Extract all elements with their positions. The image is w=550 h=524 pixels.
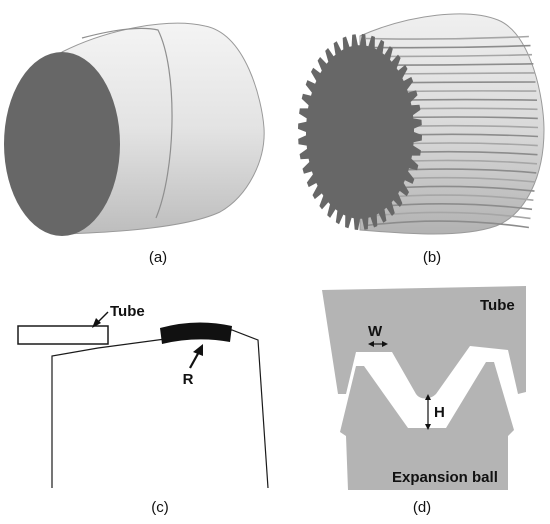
radius-label: R xyxy=(183,371,194,388)
height-arrow-top xyxy=(425,394,431,400)
gear-flute-line xyxy=(365,44,531,49)
panel-label-b: (b) xyxy=(423,249,441,266)
barrel-end-face xyxy=(4,52,120,236)
width-arrow-left xyxy=(368,341,374,347)
gear-flute-line xyxy=(365,35,529,40)
tube-section xyxy=(322,286,526,399)
panel-d xyxy=(322,286,526,490)
expansion-ball-label: Expansion ball xyxy=(392,469,498,486)
gear-end-face xyxy=(298,34,422,230)
radius-region xyxy=(160,322,232,344)
tube-label-d: Tube xyxy=(480,297,515,314)
width-arrow-right xyxy=(382,341,388,347)
panel-label-a: (a) xyxy=(149,249,167,266)
height-label: H xyxy=(434,404,445,421)
gear-flute-line xyxy=(365,220,530,229)
ball-section-outline xyxy=(51,329,269,489)
tube-label-c: Tube xyxy=(110,303,145,320)
panel-a xyxy=(4,22,265,236)
radius-leader-arrowhead xyxy=(193,344,203,356)
panel-label-c: (c) xyxy=(151,499,169,516)
barrel-groove-line xyxy=(81,27,173,219)
panel-label-d: (d) xyxy=(413,499,431,516)
width-label: W xyxy=(368,323,383,340)
ball-section xyxy=(340,362,514,490)
tube-wall xyxy=(17,325,109,345)
height-arrow-bottom xyxy=(425,424,431,430)
tube-leader-arrowhead xyxy=(92,318,101,328)
panel-c xyxy=(17,311,269,489)
panel-b xyxy=(298,13,545,235)
